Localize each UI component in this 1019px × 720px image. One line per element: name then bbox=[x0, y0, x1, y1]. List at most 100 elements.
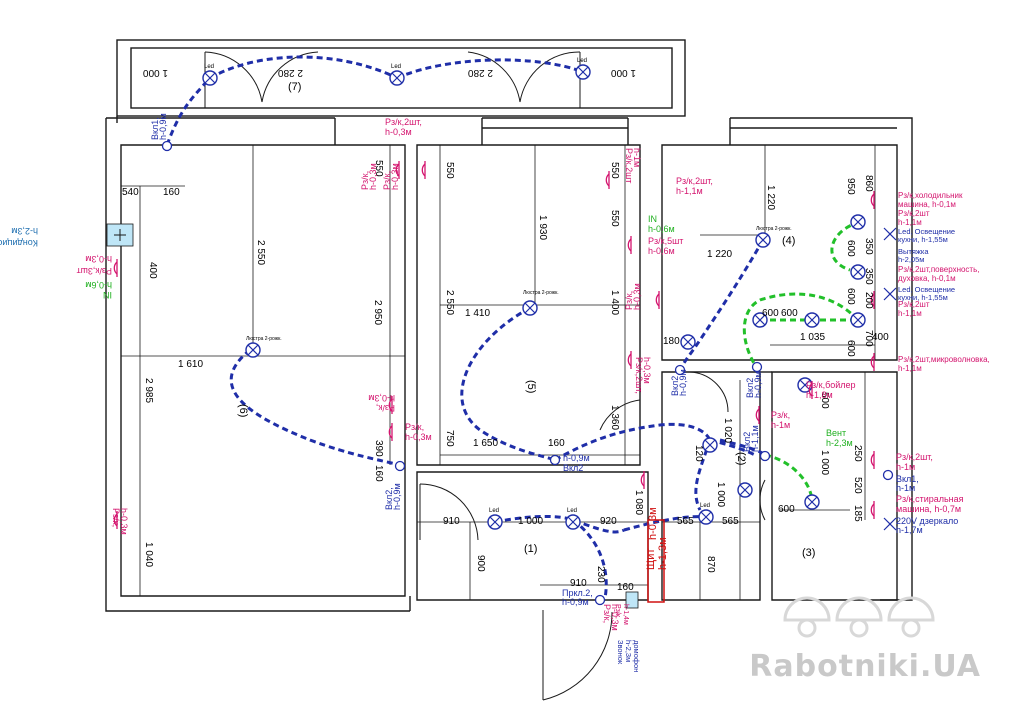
label: машина, h-0,1м bbox=[898, 200, 956, 209]
label: Led bbox=[577, 58, 587, 64]
switch-labels: Вкл1, h-0,9м Вкл2, h-0,9м h-0,9м Вкл2 Вк… bbox=[150, 58, 958, 672]
label: Звонок bbox=[616, 640, 625, 665]
room-number: (5) bbox=[525, 380, 537, 393]
socket-icon bbox=[627, 235, 632, 255]
label: h-1м bbox=[896, 462, 915, 472]
label: Led bbox=[489, 508, 499, 514]
label: h-1,1м bbox=[898, 309, 922, 318]
lamp-icon bbox=[850, 264, 866, 280]
dim: 565 bbox=[677, 516, 694, 527]
dim: 1 020 bbox=[722, 418, 733, 443]
label: h-0,3м bbox=[405, 432, 432, 442]
socket-labels: Рз/к,2шт, h-0,3м Рз/к,3шт h-0,3м Рз/к, h… bbox=[77, 117, 990, 631]
dimension-labels: 1 000 2 280 2 280 1 000 540 160 400 2 55… bbox=[122, 67, 889, 593]
label: h-1,1м bbox=[898, 364, 922, 373]
label: Рз/к, bbox=[405, 422, 424, 432]
led-lamp-icon bbox=[487, 514, 503, 530]
label: h-0,6м bbox=[648, 246, 675, 256]
dim: 200 bbox=[863, 292, 874, 309]
wiring-blue bbox=[165, 55, 767, 599]
label: h-0,9м bbox=[753, 371, 763, 398]
label: Рз/к,стиральная bbox=[896, 494, 964, 504]
label: h-1м bbox=[896, 483, 915, 493]
room-number: (7) bbox=[288, 81, 301, 93]
dim: 1 400 bbox=[609, 290, 620, 315]
switch-icon bbox=[882, 469, 894, 481]
dim: 920 bbox=[600, 516, 617, 527]
label: h-0,6м bbox=[85, 280, 112, 290]
label: Led, Освещение bbox=[898, 227, 955, 236]
socket-icon bbox=[870, 352, 875, 372]
socket-icon bbox=[870, 190, 875, 210]
switch-icon bbox=[161, 140, 173, 152]
label: h-0,3м bbox=[368, 393, 395, 403]
dim: 2 550 bbox=[255, 240, 266, 265]
fixtures bbox=[113, 64, 894, 606]
label: 220V дзеркало bbox=[896, 516, 958, 526]
label: Вкл1, bbox=[150, 117, 160, 140]
dim: 600 bbox=[778, 504, 795, 515]
switch-icon bbox=[751, 361, 763, 373]
label: Рз/к, bbox=[382, 171, 392, 190]
dim: 540 bbox=[122, 187, 139, 198]
dim: 160 bbox=[617, 582, 634, 593]
dimension-lines bbox=[121, 145, 876, 600]
dim: 2 280 bbox=[468, 67, 493, 78]
dim: 160 bbox=[163, 187, 180, 198]
label: Кондиционер bbox=[0, 238, 38, 248]
room-number: (1) bbox=[524, 543, 537, 555]
socket-icon bbox=[421, 160, 426, 180]
dim: 600 bbox=[762, 308, 779, 319]
dim: 350 bbox=[863, 268, 874, 285]
dim: 2 950 bbox=[372, 300, 383, 325]
dim: 550 bbox=[373, 160, 384, 177]
label: Рз/к,3шт bbox=[77, 266, 112, 276]
label: Пркл.2, bbox=[562, 588, 593, 598]
dim: 185 bbox=[852, 505, 863, 522]
led-lamp-icon bbox=[575, 64, 591, 80]
dim: 1 410 bbox=[465, 308, 490, 319]
label: Led bbox=[204, 64, 214, 70]
switch-icon bbox=[394, 460, 406, 472]
label: Рз/к,2шт, bbox=[634, 357, 644, 394]
room-numbers: (1) (2) (3) (4) (5) (6) (7) bbox=[237, 81, 815, 559]
label: Рз/к,холодильник bbox=[898, 191, 963, 200]
electrical-panel-icon bbox=[625, 519, 665, 609]
lamp-icon bbox=[804, 312, 820, 328]
socket-icon bbox=[113, 258, 118, 278]
label: h-0,3м bbox=[368, 163, 378, 190]
room-number: (2) bbox=[735, 452, 747, 465]
dim: 600 bbox=[781, 308, 798, 319]
dim: 500 bbox=[819, 392, 830, 409]
dim: 750 bbox=[444, 430, 455, 447]
label: Рз/к,2шт,поверхность, bbox=[898, 265, 980, 274]
dim: 390 bbox=[373, 440, 384, 457]
dim: 400 bbox=[872, 332, 889, 343]
room-number: (3) bbox=[802, 547, 815, 559]
room-number: (6) bbox=[237, 404, 249, 417]
watermark-text: Rabotniki.UA bbox=[749, 649, 981, 684]
label: Рз/к, bbox=[360, 171, 370, 190]
label: Вкл2 bbox=[742, 432, 752, 452]
label: Led bbox=[391, 64, 401, 70]
dim: 1 000 bbox=[518, 516, 543, 527]
dim: 950 bbox=[845, 178, 856, 195]
led-lamp-icon bbox=[565, 514, 581, 530]
dim: 1 000 bbox=[611, 67, 636, 78]
lamp-icon bbox=[850, 214, 866, 230]
switch-icon bbox=[759, 450, 771, 462]
label: h-0,9м bbox=[158, 113, 168, 140]
label: Люстра 2-рожк. bbox=[523, 290, 559, 296]
socket-icon bbox=[755, 405, 760, 425]
label: h-0,3м bbox=[647, 507, 659, 540]
label: h-1,4м bbox=[622, 604, 629, 625]
label: h-0,9м bbox=[678, 369, 688, 396]
misc-labels: Кондиционер h-2,3м IN h-0,6м IN h-0,6м В… bbox=[0, 214, 853, 570]
label: Вкл2 bbox=[670, 376, 680, 396]
lamp-icon bbox=[804, 494, 820, 510]
dim: 1 000 bbox=[715, 482, 726, 507]
dim: 520 bbox=[852, 477, 863, 494]
dim: 1 360 bbox=[609, 405, 620, 430]
label: Вкл1, bbox=[896, 474, 919, 484]
